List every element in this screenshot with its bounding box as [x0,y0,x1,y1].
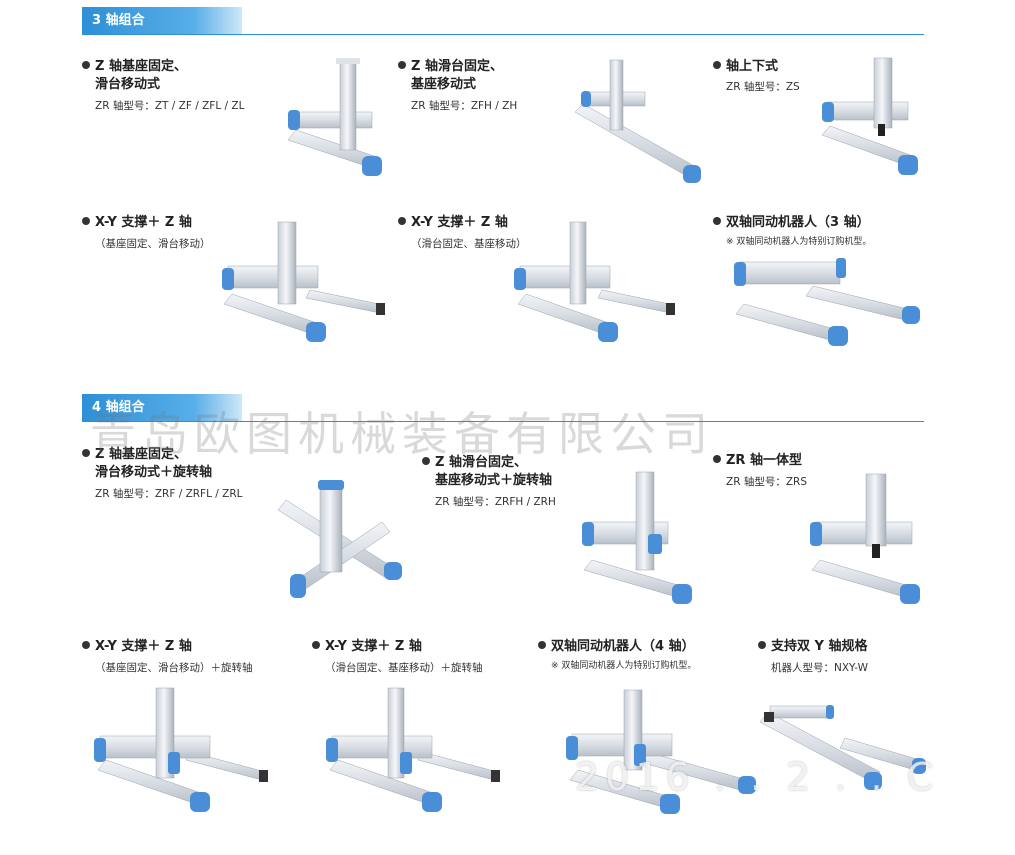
item-title: X-Y 支撑＋ Z 轴 [411,215,508,230]
item-axis-updown: 轴上下式 ZR 轴型号：ZS [713,58,800,95]
bullet-icon [82,641,90,649]
item-title: X-Y 支撑＋ Z 轴 [325,639,422,654]
item-title: X-Y 支撑＋ Z 轴 [95,639,192,654]
robot-z-base-fixed-icon [287,58,382,176]
robot-zr-integrated-icon [810,473,920,604]
item-title: X-Y 支撑＋ Z 轴 [95,215,192,230]
item-title: 支持双 Y 轴规格 [771,639,868,654]
bullet-icon [312,641,320,649]
item-model: ZR 轴型号：ZFH / ZH [411,100,518,112]
item-model: ZR 轴型号：ZS [726,81,800,93]
item-title-2: 滑台移动式＋旋转轴 [95,465,213,480]
robot-xy-z-rot-1-icon [94,687,268,812]
item-model: （基座固定、滑台移动）＋旋转轴 [95,662,253,674]
item-dual-3axis: 双轴同动机器人（3 轴） ※ 双轴同动机器人为特别订购机型。 [713,214,871,249]
bullet-icon [398,61,406,69]
item-model: ZR 轴型号：ZRFH / ZRH [435,496,556,508]
item-model: 机器人型号：NXY-W [771,662,868,674]
bullet-icon [713,61,721,69]
item-note: ※ 双轴同动机器人为特别订购机型。 [551,661,697,671]
bullet-icon [82,61,90,69]
item-model: （基座固定、滑台移动） [95,238,211,250]
bullet-icon [82,217,90,225]
item-note: ※ 双轴同动机器人为特别订购机型。 [726,237,872,247]
bullet-icon [82,449,90,457]
item-model: ZR 轴型号：ZRF / ZRFL / ZRL [95,488,243,500]
bullet-icon [758,641,766,649]
bullet-icon [713,455,721,463]
item-dual-y: 支持双 Y 轴规格 机器人型号：NXY-W [758,638,868,676]
robot-z-slider-fixed-rot-icon [582,471,692,604]
robot-dual-3axis-icon [734,258,920,346]
robot-z-base-fixed-rot-icon [277,480,402,598]
item-dual-4axis: 双轴同动机器人（4 轴） ※ 双轴同动机器人为特别订购机型。 [538,638,696,673]
item-title: 轴上下式 [726,59,779,74]
bullet-icon [422,457,430,465]
robot-xy-z-1-icon [222,221,385,342]
item-zr-integrated: ZR 轴一体型 ZR 轴型号：ZRS [713,452,807,490]
item-model: ZR 轴型号：ZT / ZF / ZFL / ZL [95,100,245,112]
item-title-2: 基座移动式 [411,77,477,92]
item-xy-z-rot-1: X-Y 支撑＋ Z 轴 （基座固定、滑台移动）＋旋转轴 [82,638,253,676]
robot-xy-z-rot-2-icon [326,687,500,812]
robot-dual-y-icon [759,705,926,790]
section-divider [82,421,924,422]
item-model: （滑台固定、基座移动）＋旋转轴 [325,662,483,674]
item-xy-z-rot-2: X-Y 支撑＋ Z 轴 （滑台固定、基座移动）＋旋转轴 [312,638,483,676]
item-title: Z 轴滑台固定、 [435,455,527,470]
section-tab-3-axis: 3 轴组合 [82,7,242,35]
item-z-slider-fixed-rot: Z 轴滑台固定、 基座移动式＋旋转轴 ZR 轴型号：ZRFH / ZRH [422,454,556,510]
item-title: Z 轴滑台固定、 [411,59,503,74]
item-title: ZR 轴一体型 [726,453,802,468]
item-title: Z 轴基座固定、 [95,59,187,74]
section-tab-4-axis: 4 轴组合 [82,394,242,422]
item-title-2: 滑台移动式 [95,77,161,92]
item-title: Z 轴基座固定、 [95,447,187,462]
robot-xy-z-2-icon [514,221,675,342]
item-z-base-fixed-rot: Z 轴基座固定、 滑台移动式＋旋转轴 ZR 轴型号：ZRF / ZRFL / Z… [82,446,243,502]
item-title-2: 基座移动式＋旋转轴 [435,473,553,488]
item-xy-z-1: X-Y 支撑＋ Z 轴 （基座固定、滑台移动） [82,214,211,252]
item-model: （滑台固定、基座移动） [411,238,527,250]
robot-z-slider-fixed-icon [574,59,701,183]
item-z-base-fixed: Z 轴基座固定、 滑台移动式 ZR 轴型号：ZT / ZF / ZFL / ZL [82,58,244,114]
item-model: ZR 轴型号：ZRS [726,476,807,488]
bullet-icon [398,217,406,225]
item-xy-z-2: X-Y 支撑＋ Z 轴 （滑台固定、基座移动） [398,214,527,252]
item-title: 双轴同动机器人（3 轴） [726,215,870,230]
item-title: 双轴同动机器人（4 轴） [551,639,695,654]
date-watermark: 2016 . . 2 . . C [575,755,940,799]
section-divider [82,34,924,35]
bullet-icon [713,217,721,225]
company-watermark: 青岛欧图机械装备有限公司 [90,407,714,461]
robot-axis-updown-icon [821,57,918,175]
robot-dual-4axis-icon [566,689,756,814]
bullet-icon [538,641,546,649]
item-z-slider-fixed: Z 轴滑台固定、 基座移动式 ZR 轴型号：ZFH / ZH [398,58,517,114]
